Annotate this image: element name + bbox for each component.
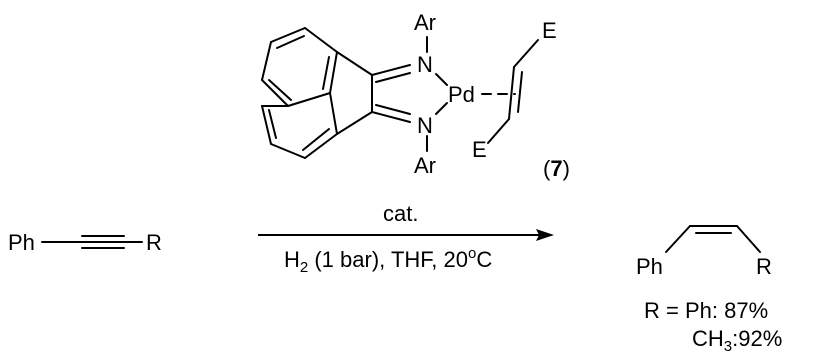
double-bond-inner (322, 56, 330, 90)
olefin-bond (487, 118, 510, 144)
bond-n-pd-top (435, 73, 448, 86)
bond (336, 111, 373, 135)
bond (329, 51, 338, 94)
reactant-bonds (41, 235, 143, 249)
double-bond-inner (268, 79, 292, 101)
reactant-ph-label: Ph (8, 230, 35, 255)
bond-c-n-bottom (371, 111, 411, 123)
olefin-e-bottom-label: E (472, 137, 487, 162)
bond-c-n-bottom-double (375, 104, 411, 115)
double-bond-inner (302, 128, 330, 151)
arrow-head (536, 229, 554, 241)
bond (304, 27, 338, 53)
palladium-label: Pd (448, 82, 475, 107)
bond (329, 92, 338, 135)
bond (287, 92, 331, 107)
reaction-arrow (258, 229, 554, 241)
bond (270, 143, 306, 159)
aryl-bottom-label: Ar (414, 153, 436, 178)
catalyst-number-label: (7) (543, 156, 570, 181)
double-bond-inner (268, 109, 277, 139)
bond-c-n-top-double (375, 72, 411, 83)
bond (270, 27, 306, 43)
olefin-double-bond (508, 66, 515, 120)
olefin-bond (513, 39, 539, 68)
reactant-r-label: R (146, 230, 162, 255)
bond-c-n-top (371, 64, 411, 76)
nitrogen-top-label: N (417, 52, 433, 77)
double-bond-inner (276, 35, 305, 49)
yield-methyl: CH3:92% (692, 326, 782, 355)
nitrogen-bottom-label: N (417, 113, 433, 138)
reaction-conditions-label: H2 (1 bar), THF, 20oC (284, 245, 492, 276)
yield-phenyl: R = Ph: 87% (644, 298, 768, 323)
product-ph-label: Ph (636, 254, 663, 279)
olefin-e-top-label: E (542, 18, 557, 43)
bond (261, 41, 272, 81)
bond (336, 51, 373, 76)
bond (261, 79, 289, 107)
bond-n-pd-bottom (435, 102, 448, 115)
bond (304, 133, 338, 159)
aryl-top-label: Ar (414, 10, 436, 35)
product-bonds (665, 225, 761, 253)
catalyst-structure (261, 27, 539, 159)
bond (261, 105, 272, 145)
product-r-label: R (756, 254, 772, 279)
bond (665, 225, 691, 253)
catalyst-condition-label: cat. (383, 201, 418, 226)
olefin-double-bond-inner (517, 71, 523, 113)
bond (736, 225, 761, 253)
